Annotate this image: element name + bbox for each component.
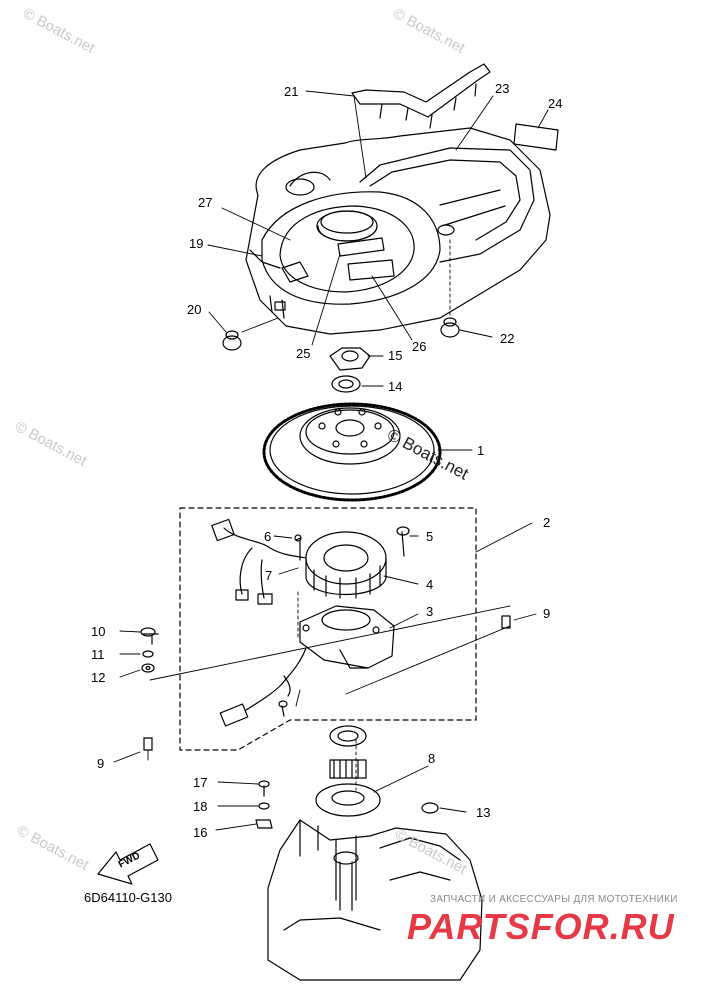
callout-19: 19 (189, 236, 204, 251)
callout-26: 26 (412, 339, 427, 354)
stator-base (299, 605, 395, 669)
store-logo: PARTSFOR.RU (407, 906, 675, 947)
screws (140, 526, 511, 829)
starter-gear-and-collar (315, 725, 439, 817)
leader-lines (113, 90, 549, 831)
fwd-arrow-icon (97, 843, 159, 885)
callout-21: 21 (284, 84, 299, 99)
callout-24: 24 (548, 96, 563, 111)
callout-9-lower: 9 (97, 756, 105, 771)
callout-1: 1 (477, 443, 485, 458)
callout-6: 6 (264, 529, 272, 544)
crankcase (267, 819, 483, 981)
callout-5: 5 (426, 529, 434, 544)
cover-seal-strip (351, 63, 491, 129)
diagram-code: 6D64110-G130 (84, 890, 172, 905)
callout-12: 12 (91, 670, 106, 685)
grommets (222, 317, 460, 351)
callout-11: 11 (91, 647, 105, 662)
callout-9-upper: 9 (543, 606, 551, 621)
callout-27: 27 (198, 195, 213, 210)
callout-15: 15 (388, 348, 403, 363)
flywheel-nut-and-washer (329, 347, 371, 393)
wire-harness (211, 518, 307, 727)
callout-8: 8 (428, 751, 436, 766)
callout-13: 13 (476, 805, 491, 820)
callout-20: 20 (187, 302, 202, 317)
store-tagline: ЗАПЧАСТИ И АКСЕССУАРЫ ДЛЯ МОТОТЕХНИКИ (430, 894, 678, 905)
callout-23: 23 (495, 81, 510, 96)
callout-16: 16 (193, 825, 208, 840)
callout-2: 2 (543, 515, 551, 530)
callout-17: 17 (193, 775, 208, 790)
flywheel-cover (245, 127, 551, 335)
callout-3: 3 (426, 604, 434, 619)
callout-7: 7 (265, 568, 273, 583)
callout-4: 4 (426, 577, 434, 592)
callout-18: 18 (193, 799, 208, 814)
callout-25: 25 (296, 346, 311, 361)
flywheel (262, 402, 442, 502)
callout-14: 14 (388, 379, 403, 394)
decals (281, 123, 559, 283)
stator-assembly-box (179, 507, 477, 751)
callout-10: 10 (91, 624, 106, 639)
stator-coil (305, 531, 387, 599)
callout-22: 22 (500, 331, 515, 346)
